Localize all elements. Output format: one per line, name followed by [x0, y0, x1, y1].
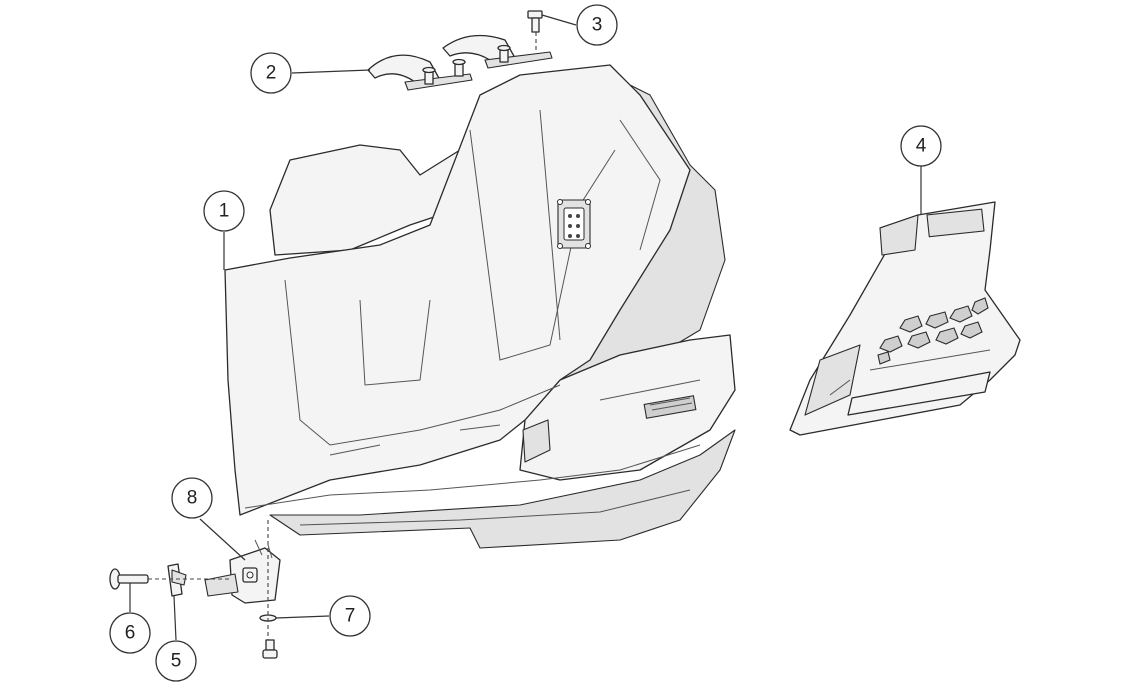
vent-holes: [877, 297, 989, 365]
callout-8: 8: [171, 477, 213, 519]
leader-lines: [129, 14, 922, 641]
callout-7: 7: [329, 595, 371, 637]
callout-6-label: 6: [125, 623, 136, 644]
part-3-bolt: [527, 10, 543, 52]
part-8-bracket: [204, 539, 281, 604]
callout-4: 4: [900, 125, 942, 167]
part-1-skid-plate: [224, 64, 736, 549]
part-2-clamps: [367, 34, 553, 91]
callout-4-label: 4: [916, 136, 927, 157]
callout-8-label: 8: [187, 488, 198, 509]
part-5-clip: [167, 563, 187, 597]
part-6-push-pin: [109, 568, 149, 590]
connector-detail: [557, 199, 591, 249]
callout-2-label: 2: [266, 63, 277, 84]
callout-3: 3: [576, 4, 618, 46]
callout-7-label: 7: [345, 606, 356, 627]
callout-3-label: 3: [592, 15, 603, 36]
callout-6: 6: [109, 612, 151, 654]
callout-5-label: 5: [171, 651, 182, 672]
part-4-guard-panel: [789, 201, 1021, 436]
callout-2: 2: [250, 52, 292, 94]
callout-1: 1: [203, 190, 245, 232]
callout-1-label: 1: [219, 201, 230, 222]
callout-5: 5: [155, 640, 197, 682]
